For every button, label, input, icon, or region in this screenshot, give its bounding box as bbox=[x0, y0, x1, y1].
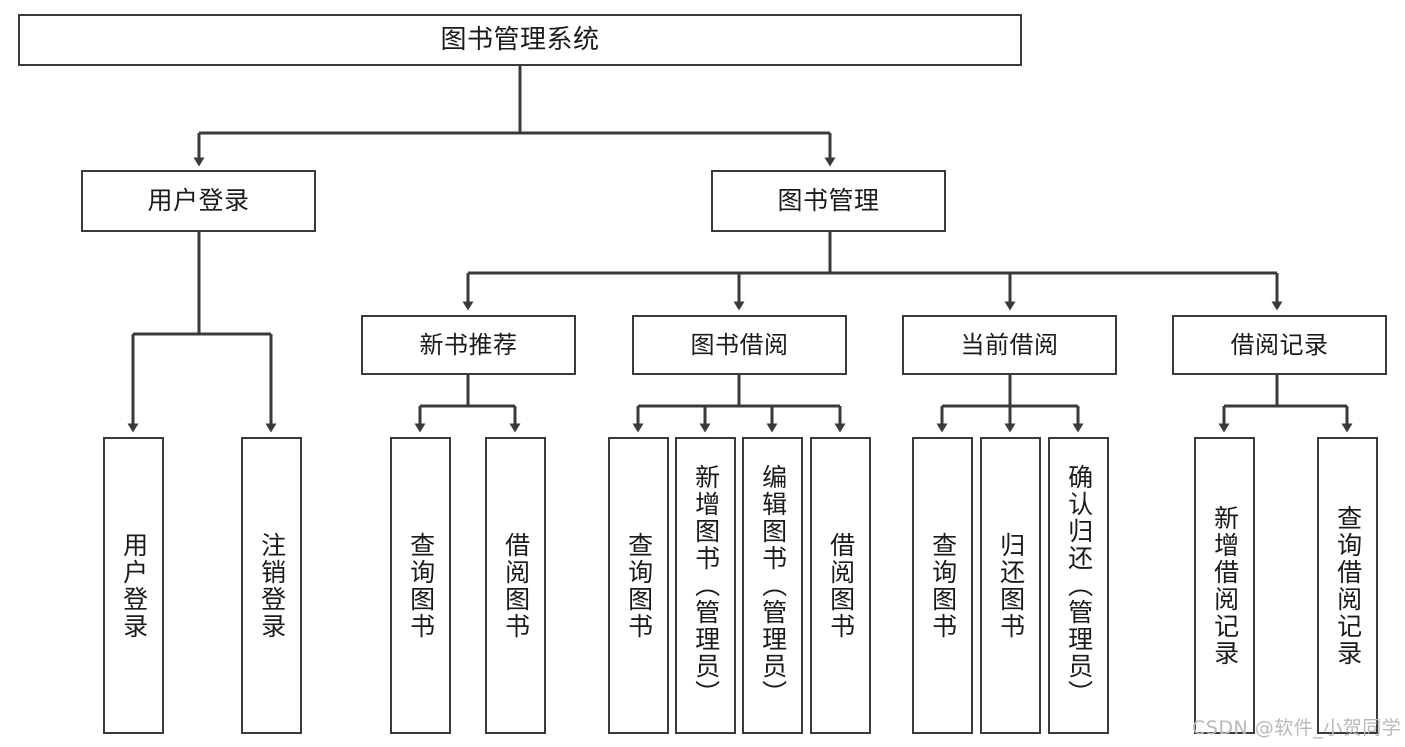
leaf-borrow-book-recommend[interactable]: 借阅图书 bbox=[485, 437, 546, 734]
node-label: 查询借阅记录 bbox=[1333, 504, 1363, 667]
leaf-confirm-return-admin[interactable]: 确认归还（管理员） bbox=[1048, 437, 1109, 734]
node-label: 借阅图书 bbox=[826, 531, 856, 640]
node-book-management[interactable]: 图书管理 bbox=[711, 170, 946, 232]
node-label: 图书管理系统 bbox=[440, 24, 600, 55]
node-current-borrow[interactable]: 当前借阅 bbox=[902, 315, 1117, 375]
node-book-borrow[interactable]: 图书借阅 bbox=[632, 315, 847, 375]
leaf-query-book-borrow[interactable]: 查询图书 bbox=[608, 437, 669, 734]
leaf-borrow-book[interactable]: 借阅图书 bbox=[810, 437, 871, 734]
node-user-login[interactable]: 用户登录 bbox=[81, 170, 316, 232]
node-label: 查询图书 bbox=[928, 531, 958, 640]
node-borrow-record[interactable]: 借阅记录 bbox=[1172, 315, 1387, 375]
leaf-query-book-current[interactable]: 查询图书 bbox=[912, 437, 973, 734]
node-label: 借阅图书 bbox=[501, 531, 531, 640]
leaf-add-borrow-record[interactable]: 新增借阅记录 bbox=[1194, 437, 1255, 734]
watermark: CSDN @软件_小贺同学 bbox=[1192, 717, 1402, 739]
node-label: 查询图书 bbox=[406, 531, 436, 640]
node-label: 编辑图书（管理员） bbox=[758, 464, 788, 707]
node-label: 新增图书（管理员） bbox=[691, 464, 721, 707]
leaf-query-book-recommend[interactable]: 查询图书 bbox=[390, 437, 451, 734]
node-label: 归还图书 bbox=[996, 531, 1026, 640]
leaf-add-book-admin[interactable]: 新增图书（管理员） bbox=[675, 437, 736, 734]
leaf-return-book[interactable]: 归还图书 bbox=[980, 437, 1041, 734]
node-label: 图书管理 bbox=[777, 186, 880, 216]
node-root-book-management-system[interactable]: 图书管理系统 bbox=[18, 14, 1022, 66]
node-label: 图书借阅 bbox=[690, 330, 789, 359]
leaf-edit-book-admin[interactable]: 编辑图书（管理员） bbox=[742, 437, 803, 734]
node-label: 借阅记录 bbox=[1230, 330, 1329, 359]
node-label: 用户登录 bbox=[147, 186, 250, 216]
leaf-user-login[interactable]: 用户登录 bbox=[103, 437, 164, 734]
node-label: 新书推荐 bbox=[419, 330, 518, 359]
node-label: 用户登录 bbox=[119, 531, 149, 640]
node-label: 查询图书 bbox=[624, 531, 654, 640]
leaf-user-logout[interactable]: 注销登录 bbox=[241, 437, 302, 734]
node-label: 当前借阅 bbox=[960, 330, 1059, 359]
node-label: 注销登录 bbox=[257, 531, 287, 640]
leaf-query-borrow-record[interactable]: 查询借阅记录 bbox=[1317, 437, 1378, 734]
node-new-book-recommend[interactable]: 新书推荐 bbox=[361, 315, 576, 375]
node-label: 新增借阅记录 bbox=[1210, 504, 1240, 667]
node-label: 确认归还（管理员） bbox=[1064, 464, 1094, 707]
